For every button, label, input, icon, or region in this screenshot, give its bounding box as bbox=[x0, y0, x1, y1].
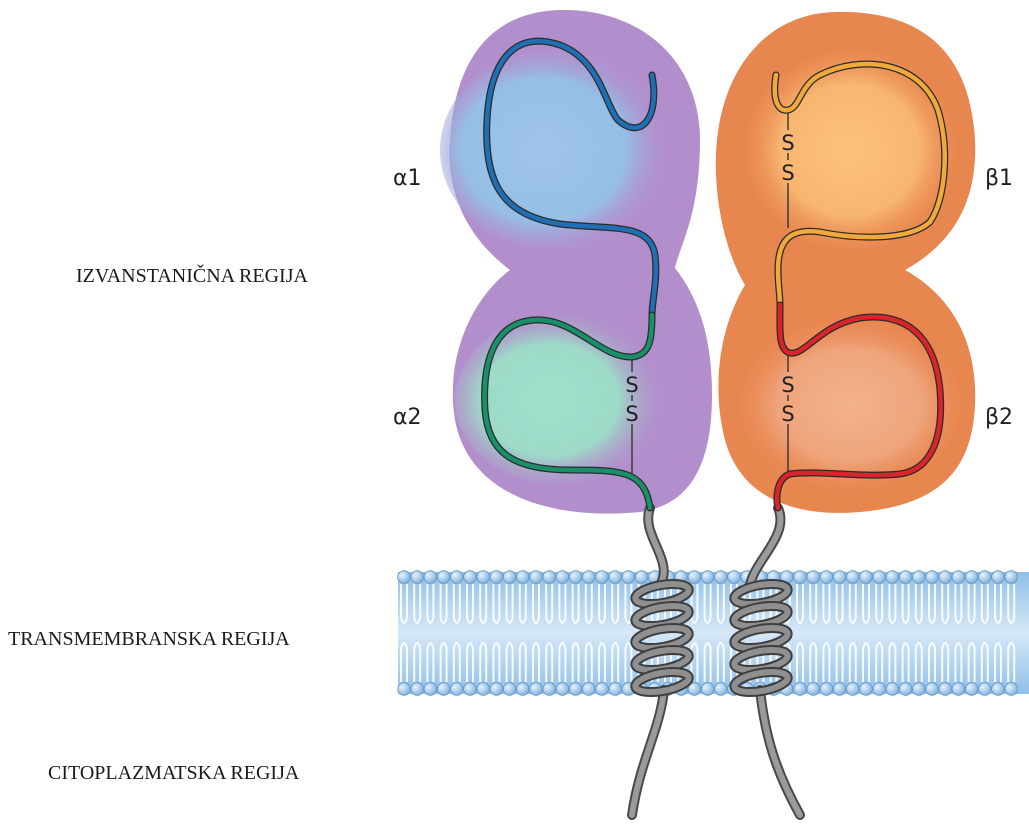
lipid-head bbox=[411, 571, 424, 584]
lipid-head bbox=[530, 571, 543, 584]
lipid-head bbox=[543, 683, 556, 696]
lipid-head bbox=[860, 683, 873, 696]
lipid-head bbox=[965, 571, 978, 584]
ss-beta2-bottom: S bbox=[781, 402, 794, 426]
lipid-head bbox=[583, 683, 596, 696]
label-transmembrane-region: TRANSMEMBRANSKA REGIJA bbox=[8, 628, 290, 650]
lipid-head bbox=[952, 683, 965, 696]
label-cytoplasmic-region: CITOPLAZMATSKA REGIJA bbox=[48, 762, 300, 784]
lipid-head bbox=[517, 571, 530, 584]
lipid-head bbox=[939, 683, 952, 696]
lipid-head bbox=[437, 683, 450, 696]
label-beta2: β2 bbox=[985, 405, 1013, 430]
lipid-head bbox=[622, 571, 635, 584]
lipid-head bbox=[965, 683, 978, 696]
ss-beta2-top: S bbox=[781, 373, 794, 397]
lipid-head bbox=[847, 683, 860, 696]
lipid-head bbox=[596, 571, 609, 584]
lipid-head bbox=[424, 683, 437, 696]
lipid-head bbox=[913, 683, 926, 696]
lipid-head bbox=[873, 683, 886, 696]
label-beta1: β1 bbox=[985, 166, 1013, 191]
lipid-head bbox=[701, 683, 714, 696]
lipid-head bbox=[847, 571, 860, 584]
lipid-head bbox=[398, 571, 411, 584]
lipid-head bbox=[609, 683, 622, 696]
lipid-head bbox=[715, 683, 728, 696]
lipid-head bbox=[398, 683, 411, 696]
cytoplasmic-tails bbox=[632, 690, 800, 815]
lipid-head bbox=[807, 683, 820, 696]
lipid-head bbox=[952, 571, 965, 584]
label-alpha2: α2 bbox=[393, 405, 422, 430]
lipid-head bbox=[992, 683, 1005, 696]
lipid-head bbox=[926, 571, 939, 584]
lipid-head bbox=[543, 571, 556, 584]
lipid-head bbox=[820, 571, 833, 584]
lipid-head bbox=[503, 683, 516, 696]
lipid-head bbox=[451, 683, 464, 696]
lipid-head bbox=[411, 683, 424, 696]
lipid-head bbox=[517, 683, 530, 696]
lipid-head bbox=[728, 571, 741, 584]
lipid-head bbox=[886, 683, 899, 696]
lipid-head bbox=[939, 571, 952, 584]
lipid-head bbox=[1005, 683, 1018, 696]
lipid-head bbox=[833, 571, 846, 584]
lipid-head bbox=[926, 683, 939, 696]
lipid-head bbox=[451, 571, 464, 584]
lipid-head bbox=[477, 571, 490, 584]
lipid-head bbox=[899, 571, 912, 584]
lipid-head bbox=[886, 571, 899, 584]
lipid-head bbox=[490, 683, 503, 696]
lipid-head bbox=[979, 683, 992, 696]
lipid-head bbox=[715, 571, 728, 584]
lipid-head bbox=[913, 571, 926, 584]
label-alpha1: α1 bbox=[393, 166, 422, 191]
lipid-head bbox=[490, 571, 503, 584]
ss-alpha2-bottom: S bbox=[625, 402, 638, 426]
lipid-head bbox=[794, 683, 807, 696]
lipid-head bbox=[424, 571, 437, 584]
lipid-head bbox=[437, 571, 450, 584]
lipid-head bbox=[873, 571, 886, 584]
ss-beta1-top: S bbox=[781, 131, 794, 155]
cell-membrane bbox=[398, 571, 1029, 696]
lipid-head bbox=[688, 571, 701, 584]
lipid-head bbox=[833, 683, 846, 696]
lipid-head bbox=[1005, 571, 1018, 584]
lipid-head bbox=[609, 571, 622, 584]
lipid-head bbox=[569, 571, 582, 584]
lipid-head bbox=[530, 683, 543, 696]
lipid-head bbox=[503, 571, 516, 584]
lipid-head bbox=[899, 683, 912, 696]
lipid-head bbox=[556, 683, 569, 696]
lipid-head bbox=[477, 683, 490, 696]
lipid-head bbox=[860, 571, 873, 584]
lipid-head bbox=[596, 683, 609, 696]
label-extracellular-region: IZVANSTANIČNA REGIJA bbox=[76, 263, 308, 287]
lipid-head bbox=[464, 683, 477, 696]
lipid-head bbox=[992, 571, 1005, 584]
lipid-head bbox=[794, 571, 807, 584]
ss-alpha2-top: S bbox=[625, 373, 638, 397]
lipid-head bbox=[583, 571, 596, 584]
lipid-head bbox=[807, 571, 820, 584]
lipid-head bbox=[635, 571, 648, 584]
lipid-head bbox=[701, 571, 714, 584]
lipid-head bbox=[556, 571, 569, 584]
ss-beta1-bottom: S bbox=[781, 161, 794, 185]
lipid-head bbox=[820, 683, 833, 696]
lipid-head bbox=[979, 571, 992, 584]
lipid-head bbox=[464, 571, 477, 584]
lipid-head bbox=[569, 683, 582, 696]
